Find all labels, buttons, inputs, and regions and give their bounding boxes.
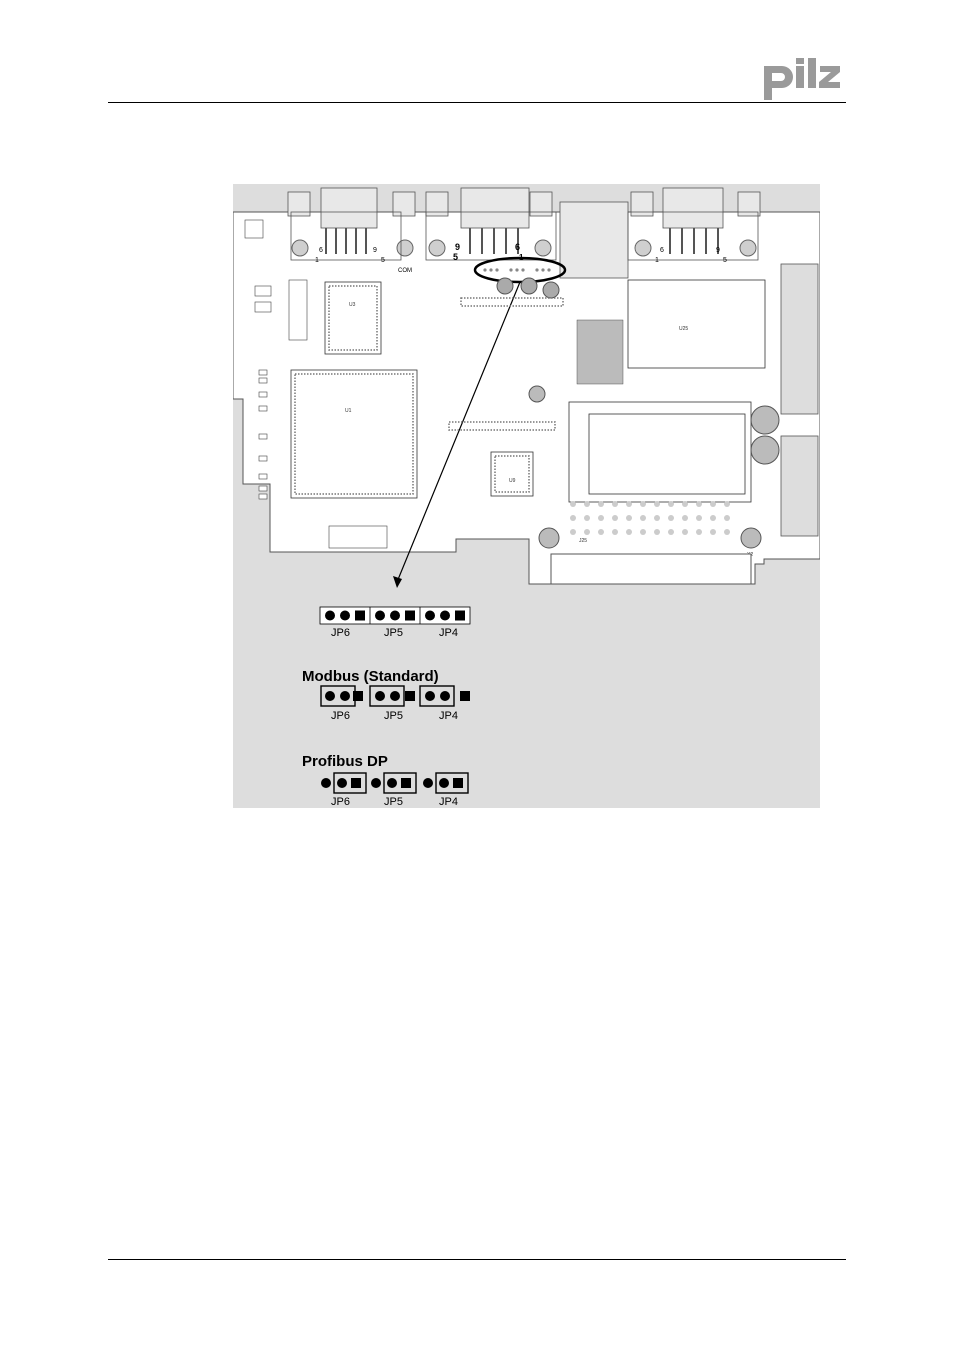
svg-text:U3: U3	[349, 302, 356, 308]
svg-text:5: 5	[453, 252, 458, 262]
jp6-label-modbus: JP6	[331, 710, 350, 722]
profibus-title: Profibus DP	[302, 753, 388, 770]
jp5-label: JP5	[384, 627, 403, 639]
svg-text:9: 9	[455, 242, 460, 252]
svg-text:U1: U1	[345, 408, 352, 414]
jp6-label: JP6	[331, 627, 350, 639]
header-rule	[108, 102, 846, 103]
x1-pin1: 1	[315, 257, 319, 264]
logo-graphic	[764, 58, 840, 100]
svg-text:1: 1	[655, 257, 659, 264]
modbus-title: Modbus (Standard)	[302, 668, 439, 685]
pilz-logo	[762, 58, 842, 102]
jp4-label-modbus: JP4	[439, 710, 458, 722]
svg-text:U9: U9	[509, 478, 516, 484]
jp5-label-profibus: JP5	[384, 796, 403, 808]
x1-pin9: 9	[373, 247, 377, 254]
jp4-label: JP4	[439, 627, 458, 639]
svg-text:5: 5	[723, 257, 727, 264]
svg-text:6: 6	[515, 242, 520, 252]
svg-text:6: 6	[660, 247, 664, 254]
svg-text:9: 9	[716, 247, 720, 254]
x1-pin5: 5	[381, 257, 385, 264]
jumper-settings-graphic	[319, 606, 471, 794]
x1-pin6: 6	[319, 247, 323, 254]
svg-text:J25: J25	[579, 538, 587, 544]
jp6-label-profibus: JP6	[331, 796, 350, 808]
footer-rule	[108, 1259, 846, 1260]
svg-text:U25: U25	[679, 326, 688, 332]
board-figure: 6 9 1 5 9 6 5 1 6 9 1 5 COM	[232, 184, 821, 808]
jp4-label-profibus: JP4	[439, 796, 458, 808]
pcb-layout-diagram: 6 9 1 5 9 6 5 1 6 9 1 5 COM	[232, 184, 821, 808]
jp5-label-modbus: JP5	[384, 710, 403, 722]
svg-text:COM: COM	[398, 268, 412, 274]
